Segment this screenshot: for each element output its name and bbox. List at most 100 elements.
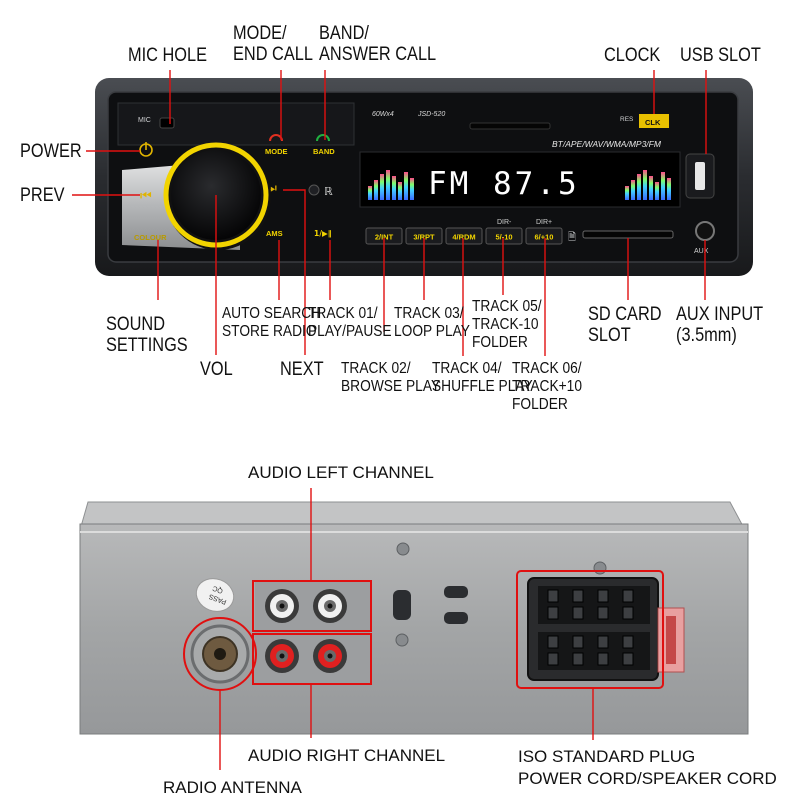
iso-pin <box>622 635 634 649</box>
eq-bar <box>404 172 408 200</box>
preset-buttons: 2/INT 3/RPT 4/RDM 5/-10 6/+10 <box>365 227 563 245</box>
mic-text: MIC <box>138 117 151 124</box>
eq-bar <box>392 176 396 200</box>
iso-pin <box>597 635 609 649</box>
iso-pin <box>547 635 559 649</box>
label-usb-slot: USB SLOT <box>680 45 761 66</box>
formats-text: BT/APE/WAV/WMA/MP3/FM <box>552 139 662 149</box>
ams-text[interactable]: AMS <box>266 229 283 238</box>
callout-lines <box>72 70 707 770</box>
label-mic-hole: MIC HOLE <box>128 45 207 66</box>
answer-call-icon <box>316 134 330 142</box>
iso-pin <box>547 589 559 603</box>
iso-pin <box>597 652 609 666</box>
ir-icon: ℝ <box>324 185 333 198</box>
vent-slot <box>444 612 468 624</box>
label-prev: PREV <box>20 185 65 206</box>
rca-left-white-1[interactable] <box>265 589 299 623</box>
rca-right-red-2[interactable] <box>313 639 347 673</box>
eq-bar <box>667 178 671 200</box>
preset-button-5[interactable]: 5/-10 <box>485 227 523 245</box>
label-audio-left: AUDIO LEFT CHANNEL <box>248 463 434 482</box>
colour-text[interactable]: COLOUR <box>134 233 167 242</box>
screw-middle <box>395 633 409 647</box>
eq-bar <box>643 170 647 200</box>
eq-bar <box>410 178 414 200</box>
iso-pin <box>572 652 584 666</box>
rca-left-white-2[interactable] <box>313 589 347 623</box>
preset-button-label: 3/RPT <box>413 233 435 242</box>
eq-bar <box>398 182 402 200</box>
label-vol: VOL <box>200 359 233 380</box>
vent-slot <box>444 586 468 598</box>
clk-text: CLK <box>645 118 661 127</box>
preset-button-label: 2/INT <box>375 233 394 242</box>
res-text[interactable]: RES <box>620 116 634 123</box>
top-button-strip <box>117 102 355 146</box>
label-mode-end-call: MODE/END CALL <box>233 23 313 66</box>
mode-text[interactable]: MODE <box>265 147 288 156</box>
sd-card-icon: 🗎 <box>568 231 576 243</box>
label-track01: TRACK 01/PLAY/PAUSE <box>308 305 392 340</box>
label-track03: TRACK 03/LOOP PLAY <box>394 305 470 340</box>
iso-pin <box>622 589 634 603</box>
iso-pin <box>597 606 609 620</box>
label-clock: CLOCK <box>604 45 661 66</box>
eq-bar <box>637 174 641 200</box>
eq-bar <box>374 180 378 200</box>
power-button[interactable] <box>139 142 153 157</box>
play-pause-text[interactable]: 1/▶∥ <box>314 229 332 238</box>
sd-card-slot[interactable] <box>582 230 674 239</box>
vent-slot <box>393 590 411 620</box>
preset-button-6[interactable]: 6/+10 <box>525 227 563 245</box>
usb-port-slot <box>695 162 705 190</box>
label-aux-input: AUX INPUT(3.5mm) <box>676 304 764 347</box>
band-text[interactable]: BAND <box>313 147 335 156</box>
screw-top <box>396 542 410 556</box>
aux-jack[interactable] <box>695 221 715 241</box>
callout-next <box>283 189 306 355</box>
power-spec-text: 60Wx4 <box>372 111 394 118</box>
eq-bar <box>386 170 390 200</box>
iso-highlight <box>516 570 664 689</box>
preset-button-label: 6/+10 <box>535 233 554 242</box>
eq-bar <box>655 182 659 200</box>
end-call-icon <box>269 134 283 142</box>
preset-button-label: 4/RDM <box>452 233 475 242</box>
eq-bar <box>380 174 384 200</box>
dir-plus-text: DIR+ <box>536 219 552 226</box>
dir-minus-text: DIR- <box>497 219 512 226</box>
front-panel: MIC ⏮ ⏭ COLOUR ℝ MODE BAND AMS 1/▶∥ 60Wx… <box>95 78 753 276</box>
eq-bar <box>661 172 665 200</box>
eq-bars-left <box>368 170 414 200</box>
clk-button[interactable] <box>639 114 669 128</box>
label-audio-right: AUDIO RIGHT CHANNEL <box>248 746 446 765</box>
prev-icon[interactable]: ⏮ <box>140 189 152 204</box>
rca-right-red-1[interactable] <box>265 639 299 673</box>
iso-pin <box>547 652 559 666</box>
right-channel-highlight <box>252 633 372 685</box>
preset-button-4[interactable]: 4/RDM <box>445 227 483 245</box>
label-power: POWER <box>20 141 82 162</box>
aux-text: AUX <box>694 248 709 255</box>
disc-slot <box>469 122 551 130</box>
preset-button-label: 5/-10 <box>495 233 512 242</box>
iso-pin <box>597 589 609 603</box>
screw-right <box>593 561 607 575</box>
iso-pin <box>572 589 584 603</box>
label-track04: TRACK 04/SHUFFLE PLAY <box>432 360 533 395</box>
rear-panel: PASS QC <box>79 501 749 735</box>
next-icon[interactable]: ⏭ <box>266 181 277 195</box>
pass-qc-sticker: PASS QC <box>195 578 235 612</box>
eq-bar <box>625 186 629 200</box>
model-text: JSD-520 <box>417 111 445 118</box>
label-next: NEXT <box>280 359 324 380</box>
label-radio-antenna: RADIO ANTENNA <box>163 778 302 797</box>
